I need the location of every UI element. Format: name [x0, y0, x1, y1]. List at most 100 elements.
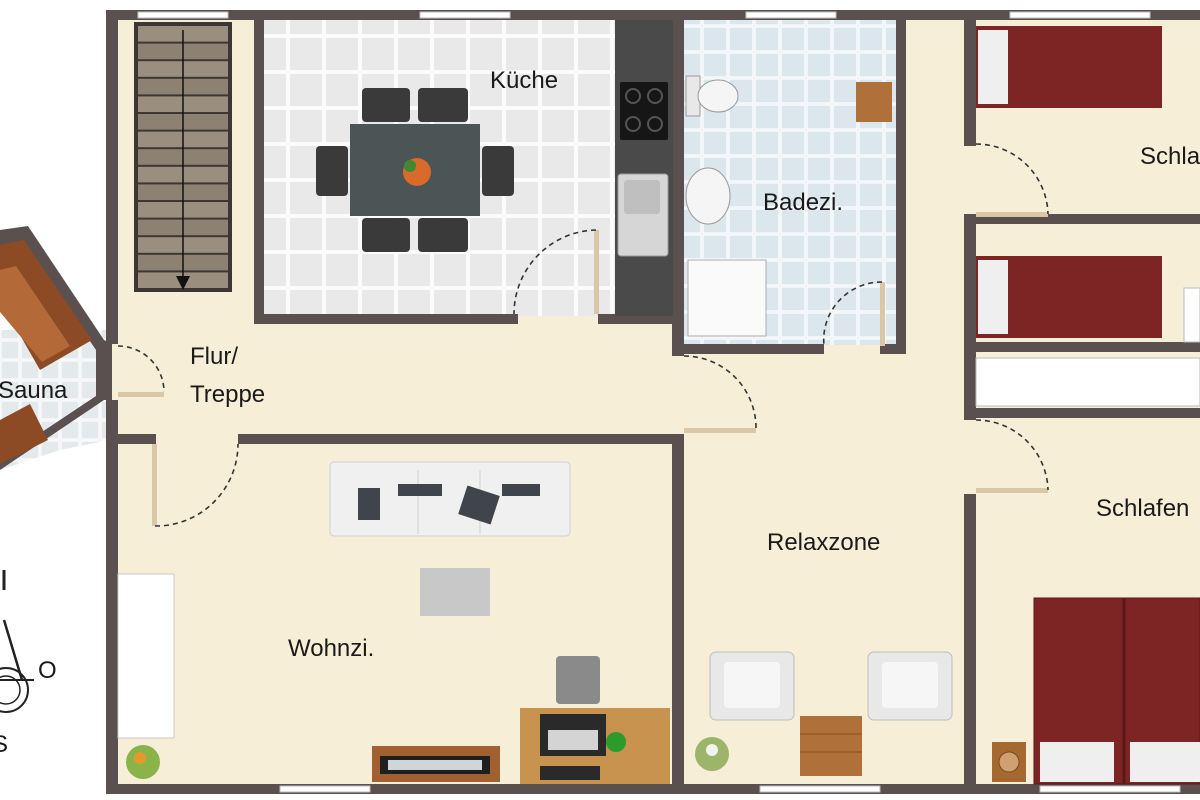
- wall-kitchen-bottom-right: [598, 314, 678, 324]
- bedroom-furniture: Schla Schlafen: [975, 26, 1200, 785]
- flower-leaves: [404, 160, 416, 172]
- hallway: Flur/ Treppe: [190, 343, 265, 408]
- wall-bed3-top: [964, 408, 1200, 418]
- doors: [117, 143, 1049, 527]
- wall-outer-bottom: [106, 784, 1200, 794]
- sauna-bench-lower: [0, 404, 48, 464]
- door-bedroom-right: [975, 419, 1049, 493]
- pillow: [978, 260, 1008, 334]
- wall-outer-left: [106, 10, 118, 344]
- wardrobe: [1183, 287, 1200, 343]
- door-swing: [975, 143, 1049, 215]
- door-leaf: [976, 488, 1048, 493]
- wall-kitchen-bath: [672, 10, 684, 356]
- wall-living-top-left: [106, 434, 156, 444]
- wall-kitchen-bottom: [254, 314, 518, 324]
- door-swing: [513, 229, 597, 315]
- side-table: [800, 716, 862, 776]
- door-leaf: [118, 392, 164, 397]
- sofa: [329, 461, 571, 537]
- door-swing: [822, 281, 883, 347]
- door-living: [152, 443, 239, 527]
- shower-tray: [687, 259, 767, 337]
- pillow: [1130, 742, 1200, 782]
- cushion: [458, 485, 500, 525]
- wall-outer-top: [106, 10, 1200, 20]
- burner: [647, 116, 663, 132]
- wall-living-top: [238, 434, 684, 444]
- room-label-flur-line2: Treppe: [190, 381, 265, 408]
- keyboard: [540, 766, 600, 780]
- wall-living-right: [672, 434, 684, 794]
- wall-bed1-left: [964, 10, 976, 146]
- sideboard: [117, 573, 175, 739]
- burner: [625, 116, 641, 132]
- wall-bed2-left: [964, 214, 976, 420]
- toilet-bowl: [697, 79, 739, 113]
- burner: [647, 88, 663, 104]
- sauna-bench-inner: [0, 266, 70, 362]
- burner: [625, 88, 641, 104]
- chair: [362, 218, 410, 252]
- armchair-seat: [882, 662, 938, 708]
- laptop-keys: [548, 730, 598, 750]
- living-room-furniture: Wohnzi.: [117, 461, 670, 784]
- plant-flowers: [706, 744, 718, 756]
- compass-ring: [0, 667, 29, 713]
- window: [745, 11, 837, 19]
- door-swing: [683, 355, 757, 429]
- bath-shelf: [856, 82, 892, 122]
- pillow: [1040, 742, 1114, 782]
- compass-south: S: [0, 731, 8, 758]
- window: [419, 11, 511, 19]
- plant-flowers: [134, 752, 146, 764]
- room-label-wohnzimmer: Wohnzi.: [288, 635, 374, 662]
- windows: [137, 11, 1181, 793]
- wall-bath-bottom-right: [880, 344, 906, 354]
- wall-bed-divider: [964, 214, 1200, 224]
- wall-outer-left-lower: [106, 400, 118, 794]
- door-relaxzone: [683, 355, 757, 433]
- window: [759, 785, 881, 793]
- compass-east: O: [38, 657, 57, 684]
- wall-bath-bottom: [672, 344, 824, 354]
- wardrobe: [975, 357, 1200, 407]
- room-label-badezimmer: Badezi.: [763, 189, 843, 216]
- door-kitchen: [513, 229, 599, 315]
- window: [279, 785, 371, 793]
- chair: [316, 146, 348, 196]
- wall-kitchen-left: [254, 10, 264, 324]
- cooktop: [620, 82, 668, 140]
- door-swing: [154, 443, 239, 527]
- lamp: [998, 751, 1020, 773]
- compass: O S: [0, 570, 57, 758]
- chair: [362, 88, 410, 122]
- door-swing: [117, 345, 165, 393]
- chair: [418, 88, 468, 122]
- door-sauna: [117, 345, 165, 397]
- room-label-relaxzone: Relaxzone: [767, 529, 880, 556]
- sauna-wall: [0, 226, 112, 470]
- compass-ring: [0, 675, 21, 705]
- room-label-sauna: Sauna: [0, 377, 68, 404]
- room-label-schlafzimmer-top: Schla: [1140, 143, 1200, 170]
- stairs-arrow-head: [176, 276, 190, 290]
- room-label-schlafzimmer-right: Schlafen: [1096, 495, 1189, 522]
- bathroom-furniture: Badezi.: [685, 75, 892, 337]
- desk-plant: [606, 732, 626, 752]
- door-bedroom-top: [975, 143, 1049, 217]
- sauna: Sauna: [0, 226, 112, 470]
- wall-bed3-left: [964, 494, 976, 794]
- door-leaf: [152, 444, 157, 526]
- window: [137, 11, 229, 19]
- kitchen-counter: [615, 20, 673, 316]
- desk-chair: [556, 656, 600, 704]
- relaxzone-furniture: Relaxzone: [695, 529, 953, 776]
- walls: [106, 10, 1200, 794]
- cushion: [502, 484, 540, 496]
- wall-bed2-bottom: [964, 342, 1200, 352]
- window: [1009, 11, 1151, 19]
- door-bathroom: [822, 281, 885, 347]
- staircase: [134, 22, 232, 292]
- wall-bath-right: [896, 10, 906, 354]
